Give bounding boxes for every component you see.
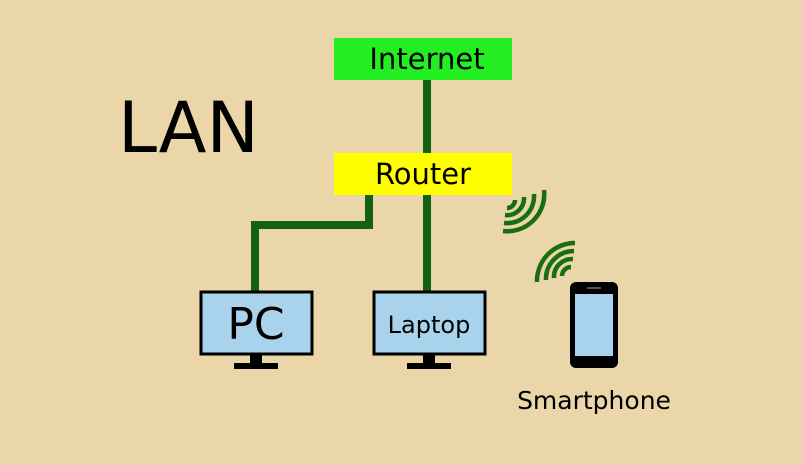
pc-label: PC	[227, 299, 284, 350]
smartphone-label: Smartphone	[517, 386, 671, 415]
router-wifi-icon	[502, 189, 547, 234]
laptop-label: Laptop	[388, 311, 471, 339]
laptop-screen	[372, 290, 487, 356]
router-node: Router	[334, 153, 512, 195]
diagram-title: LAN	[118, 87, 259, 169]
internet-box	[334, 38, 512, 80]
laptop-monitor-icon: Laptop	[372, 290, 487, 369]
internet-node: Internet	[334, 38, 512, 80]
pc-monitor-icon: PC	[199, 290, 314, 369]
pc-screen	[199, 290, 314, 356]
router-label: Router	[375, 157, 471, 191]
smartphone-wifi-icon	[534, 240, 576, 283]
internet-label: Internet	[369, 42, 484, 76]
router-box	[334, 153, 512, 195]
cable-router-pc	[251, 195, 373, 292]
smartphone-screen	[575, 294, 613, 356]
smartphone-icon	[570, 282, 618, 368]
cables	[251, 80, 431, 292]
